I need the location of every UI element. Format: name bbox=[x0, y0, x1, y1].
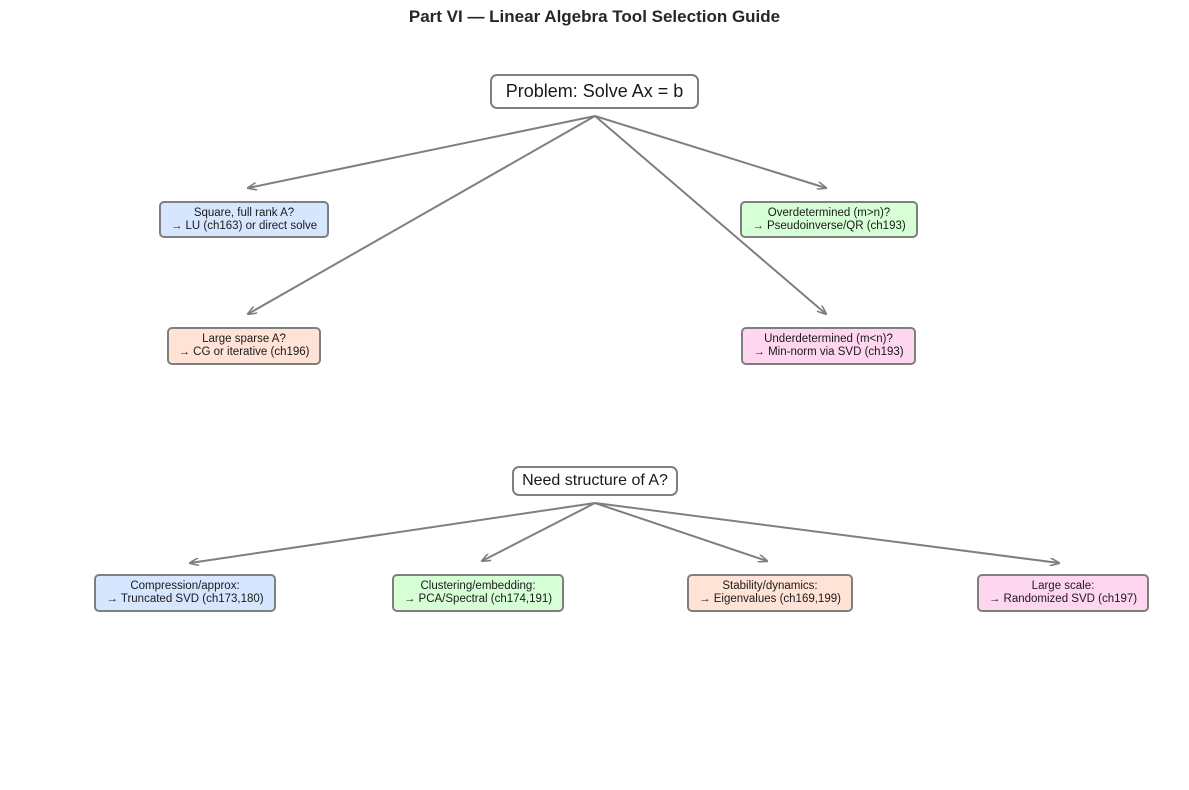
node-overdetermined: Overdetermined (m>n)? → Pseudoinverse/QR… bbox=[740, 201, 918, 238]
node-question: Large sparse A? bbox=[202, 333, 286, 345]
node-answer: → PCA/Spectral (ch174,191) bbox=[403, 593, 553, 605]
node-question: Compression/approx: bbox=[130, 580, 240, 592]
node-clustering: Clustering/embedding: → PCA/Spectral (ch… bbox=[392, 574, 564, 612]
node-answer: → Randomized SVD (ch197) bbox=[988, 593, 1138, 605]
edge-root2-to-largescale bbox=[594, 502, 1059, 563]
node-question: Clustering/embedding: bbox=[420, 580, 536, 592]
node-answer: → CG or iterative (ch196) bbox=[178, 346, 310, 358]
node-large-sparse: Large sparse A? → CG or iterative (ch196… bbox=[167, 327, 321, 365]
node-large-scale: Large scale: → Randomized SVD (ch197) bbox=[977, 574, 1149, 612]
node-square-full-rank: Square, full rank A? → LU (ch163) or dir… bbox=[159, 201, 329, 238]
node-question: Underdetermined (m<n)? bbox=[764, 333, 893, 345]
node-underdetermined: Underdetermined (m<n)? → Min-norm via SV… bbox=[741, 327, 916, 365]
node-answer: → Min-norm via SVD (ch193) bbox=[753, 346, 904, 358]
node-question: Stability/dynamics: bbox=[722, 580, 818, 592]
root-node-label: Problem: Solve Ax = b bbox=[505, 81, 684, 101]
node-compression: Compression/approx: → Truncated SVD (ch1… bbox=[94, 574, 276, 612]
edge-root1-to-overdetermined bbox=[594, 115, 826, 188]
edge-root2-to-stability bbox=[594, 502, 767, 561]
diagram-title: Part VI — Linear Algebra Tool Selection … bbox=[408, 7, 781, 26]
node-answer: → Truncated SVD (ch173,180) bbox=[106, 593, 264, 605]
root-node-label: Need structure of A? bbox=[522, 472, 668, 489]
node-answer: → Eigenvalues (ch169,199) bbox=[699, 593, 841, 605]
node-stability: Stability/dynamics: → Eigenvalues (ch169… bbox=[687, 574, 853, 612]
edge-root1-to-square bbox=[248, 115, 596, 188]
node-question: Large scale: bbox=[1031, 580, 1095, 592]
node-question: Overdetermined (m>n)? bbox=[767, 206, 891, 219]
edge-root1-to-underdetermined bbox=[594, 115, 826, 314]
node-question: Square, full rank A? bbox=[193, 206, 295, 219]
root-node-structure: Need structure of A? bbox=[512, 466, 678, 496]
node-answer: → LU (ch163) or direct solve bbox=[170, 219, 318, 232]
edge-root1-to-sparse bbox=[248, 115, 596, 314]
edge-root2-to-compression bbox=[190, 502, 596, 563]
edge-root2-to-clustering bbox=[482, 502, 596, 561]
root-node-solve: Problem: Solve Ax = b bbox=[490, 74, 699, 109]
node-answer: → Pseudoinverse/QR (ch193) bbox=[752, 219, 906, 232]
